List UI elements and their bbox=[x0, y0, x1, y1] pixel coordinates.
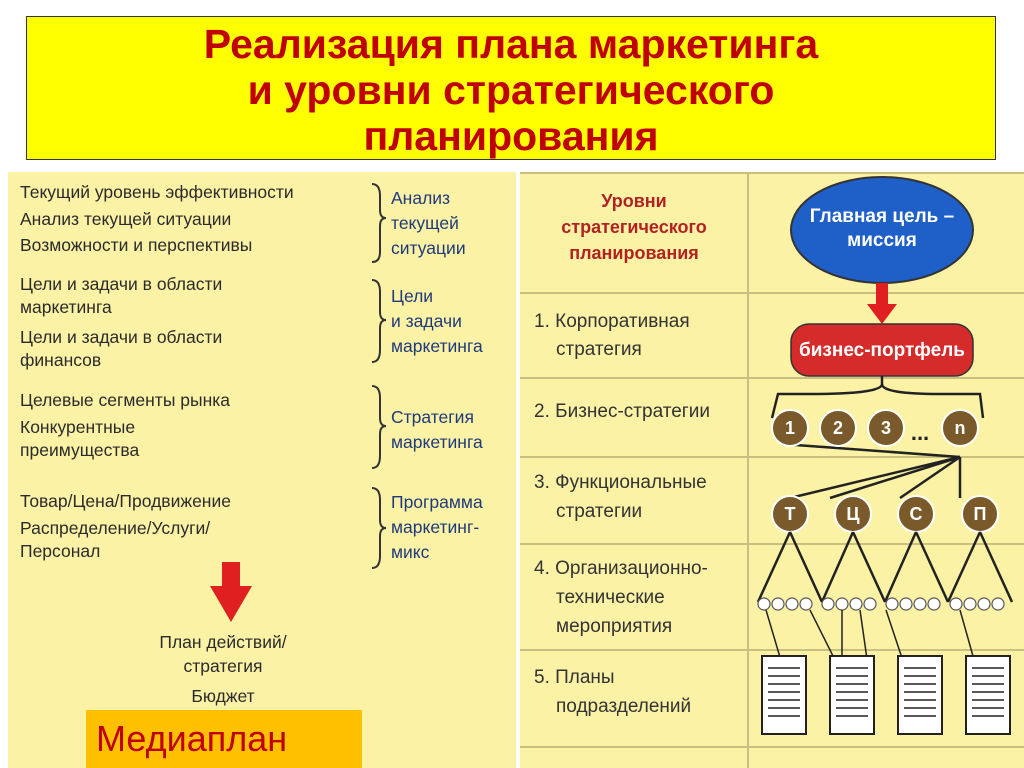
left-item: Текущий уровень эффективности bbox=[20, 182, 294, 202]
marketing-plan-panel: Текущий уровень эффективности Анализ тек… bbox=[8, 172, 516, 768]
levels-header-line-1: Уровни bbox=[601, 191, 667, 211]
business-unit-node bbox=[819, 409, 857, 447]
level-4-line-2: технические bbox=[556, 587, 665, 608]
ellipsis-label: ... bbox=[911, 420, 929, 445]
action-plan-line-1: План действий/ bbox=[159, 632, 287, 652]
mission-arrow-head bbox=[867, 304, 897, 324]
brace-label: Стратегия bbox=[391, 407, 474, 427]
portfolio-label: бизнес-портфель bbox=[799, 340, 965, 361]
business-unit-node bbox=[771, 409, 809, 447]
function-nodes bbox=[771, 495, 999, 533]
level-4-line-1: 4. Организационно- bbox=[534, 558, 708, 579]
brace-label: маркетинга bbox=[391, 432, 483, 452]
strategic-levels-panel: Главная цель – миссия бизнес-портфель 1 … bbox=[520, 172, 1024, 768]
measure-circles bbox=[757, 597, 1005, 611]
function-label: Т bbox=[785, 504, 796, 524]
level-3-line-1: 3. Функциональные bbox=[534, 472, 707, 493]
mediaplan-box: Медиаплан bbox=[86, 710, 362, 768]
business-unit-label: 2 bbox=[833, 418, 843, 438]
left-item: финансов bbox=[20, 350, 102, 370]
document-icon bbox=[761, 655, 807, 735]
braces-and-arrow bbox=[210, 183, 387, 622]
brace-label: Цели bbox=[391, 286, 434, 306]
function-label: С bbox=[910, 504, 923, 524]
left-item: Возможности и перспективы bbox=[20, 235, 253, 255]
brace-2 bbox=[371, 279, 387, 363]
brace-label: маркетинга bbox=[391, 336, 483, 356]
business-unit-label: 1 bbox=[785, 418, 795, 438]
left-item: преимущества bbox=[20, 440, 140, 460]
action-plan-line-2: стратегия bbox=[183, 656, 263, 676]
business-unit-label: n bbox=[955, 418, 966, 438]
left-item: Анализ текущей ситуации bbox=[20, 209, 232, 229]
brace-4 bbox=[371, 487, 387, 569]
document-icon bbox=[965, 655, 1011, 735]
function-label: Ц bbox=[846, 504, 860, 524]
left-item: Распределение/Услуги/ bbox=[20, 518, 211, 538]
brace-label: микс bbox=[391, 542, 430, 562]
level-5-line-2: подразделений bbox=[556, 696, 692, 717]
brace-label: ситуации bbox=[391, 238, 466, 258]
left-item: Товар/Цена/Продвижение bbox=[20, 491, 231, 511]
level-5-line-1: 5. Планы bbox=[534, 667, 615, 688]
mission-arrow-shaft bbox=[876, 283, 888, 305]
mission-line-1: Главная цель – bbox=[810, 206, 954, 227]
down-arrow-icon bbox=[210, 562, 252, 622]
left-item: Цели и задачи в области bbox=[20, 327, 223, 347]
title-line-2: и уровни стратегического bbox=[247, 67, 775, 113]
left-item: Целевые сегменты рынка bbox=[20, 390, 231, 410]
business-unit-node bbox=[867, 409, 905, 447]
brace-label: маркетинг- bbox=[391, 517, 480, 537]
brace-label: и задачи bbox=[391, 311, 462, 331]
left-item: Персонал bbox=[20, 541, 101, 561]
title-banner: Реализация плана маркетинга и уровни стр… bbox=[26, 16, 996, 160]
brace-3 bbox=[371, 385, 387, 469]
level-1-line-2: стратегия bbox=[556, 339, 642, 360]
levels-header-line-2: стратегического bbox=[561, 217, 707, 237]
business-unit-node bbox=[941, 409, 979, 447]
title-line-3: планирования bbox=[363, 113, 659, 159]
left-item: Цели и задачи в области bbox=[20, 274, 223, 294]
left-item: Конкурентные bbox=[20, 417, 136, 437]
brace-label: Программа bbox=[391, 492, 483, 512]
mission-line-2: миссия bbox=[847, 230, 917, 251]
brace-label: Анализ bbox=[391, 188, 451, 208]
function-label: П bbox=[974, 504, 987, 524]
left-item: маркетинга bbox=[20, 297, 112, 317]
brace-1 bbox=[371, 183, 387, 263]
title-line-1: Реализация плана маркетинга bbox=[203, 21, 819, 67]
document-icon bbox=[897, 655, 943, 735]
level-4-line-3: мероприятия bbox=[556, 616, 673, 637]
levels-diagram: Главная цель – миссия бизнес-портфель 1 … bbox=[520, 172, 1024, 768]
level-2-line-1: 2. Бизнес-стратегии bbox=[534, 401, 710, 422]
levels-header-line-3: планирования bbox=[569, 243, 699, 263]
level-1-line-1: 1. Корпоративная bbox=[534, 311, 690, 332]
level-3-line-2: стратегии bbox=[556, 501, 643, 522]
business-unit-label: 3 bbox=[881, 418, 891, 438]
brace-label: текущей bbox=[391, 213, 459, 233]
budget-label: Бюджет bbox=[191, 686, 255, 706]
document-icon bbox=[829, 655, 875, 735]
business-unit-nodes bbox=[771, 409, 979, 447]
department-plan-documents bbox=[761, 655, 1011, 735]
